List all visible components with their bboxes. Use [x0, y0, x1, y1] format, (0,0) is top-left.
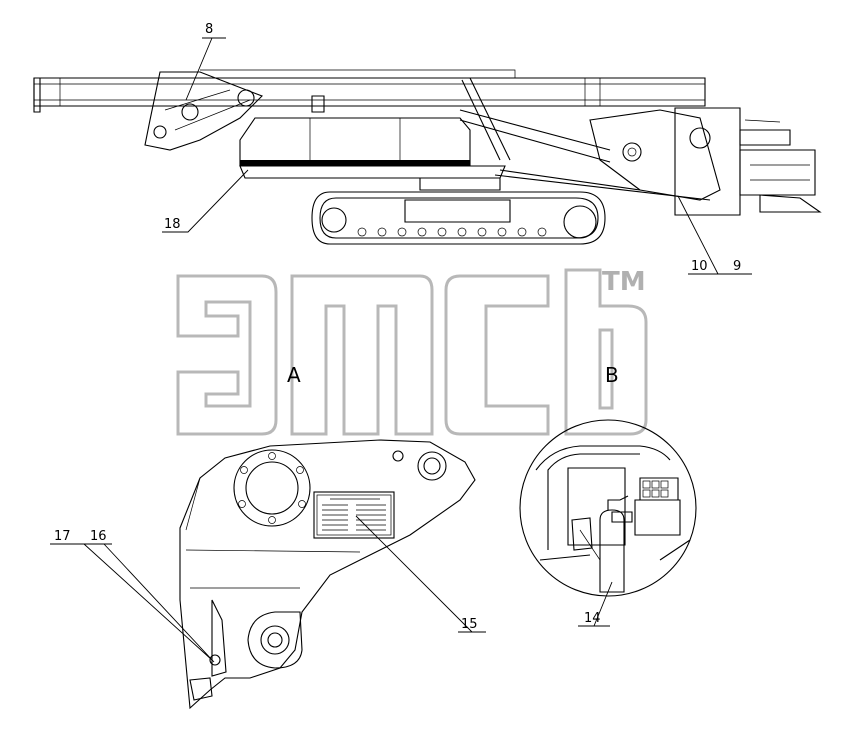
detail-b-inset: B — [519, 363, 697, 597]
watermark-tm: TM — [602, 267, 646, 297]
view-label-a: A — [287, 363, 301, 387]
watermark-logo: TM — [176, 267, 648, 436]
rig-side-view — [33, 69, 822, 245]
callout-10: 10 — [691, 259, 708, 274]
callout-14: 14 — [584, 611, 601, 626]
callout-16: 16 — [90, 529, 107, 544]
callout-8: 8 — [205, 22, 213, 37]
leader-lines — [50, 37, 752, 663]
callout-labels: 8 18 10 9 17 16 15 14 — [54, 22, 741, 632]
view-label-b: B — [605, 363, 619, 387]
callout-15: 15 — [461, 617, 478, 632]
callout-17: 17 — [54, 529, 71, 544]
callout-18: 18 — [164, 217, 181, 232]
detail-a-bracket: A — [179, 363, 476, 710]
fire-extinguisher-icon — [599, 509, 625, 593]
callout-9: 9 — [733, 259, 741, 274]
nameplate — [313, 491, 395, 539]
